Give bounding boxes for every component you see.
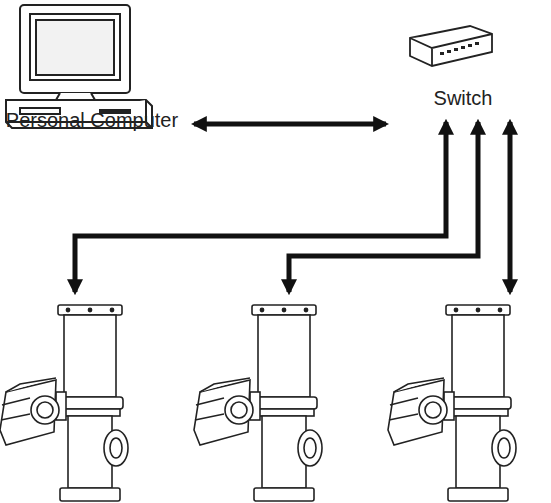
switch-icon [410, 26, 492, 66]
connector-arrow [194, 122, 386, 127]
camera-housing [0, 305, 128, 501]
network-wire [75, 122, 510, 292]
node-label: Switch [398, 86, 528, 110]
camera-housing [388, 305, 516, 501]
switch-node: Switch [398, 18, 528, 118]
node-label: Personal Computer [4, 108, 180, 132]
camera-housing [194, 305, 322, 501]
computer-node: Personal Computer [4, 0, 180, 168]
